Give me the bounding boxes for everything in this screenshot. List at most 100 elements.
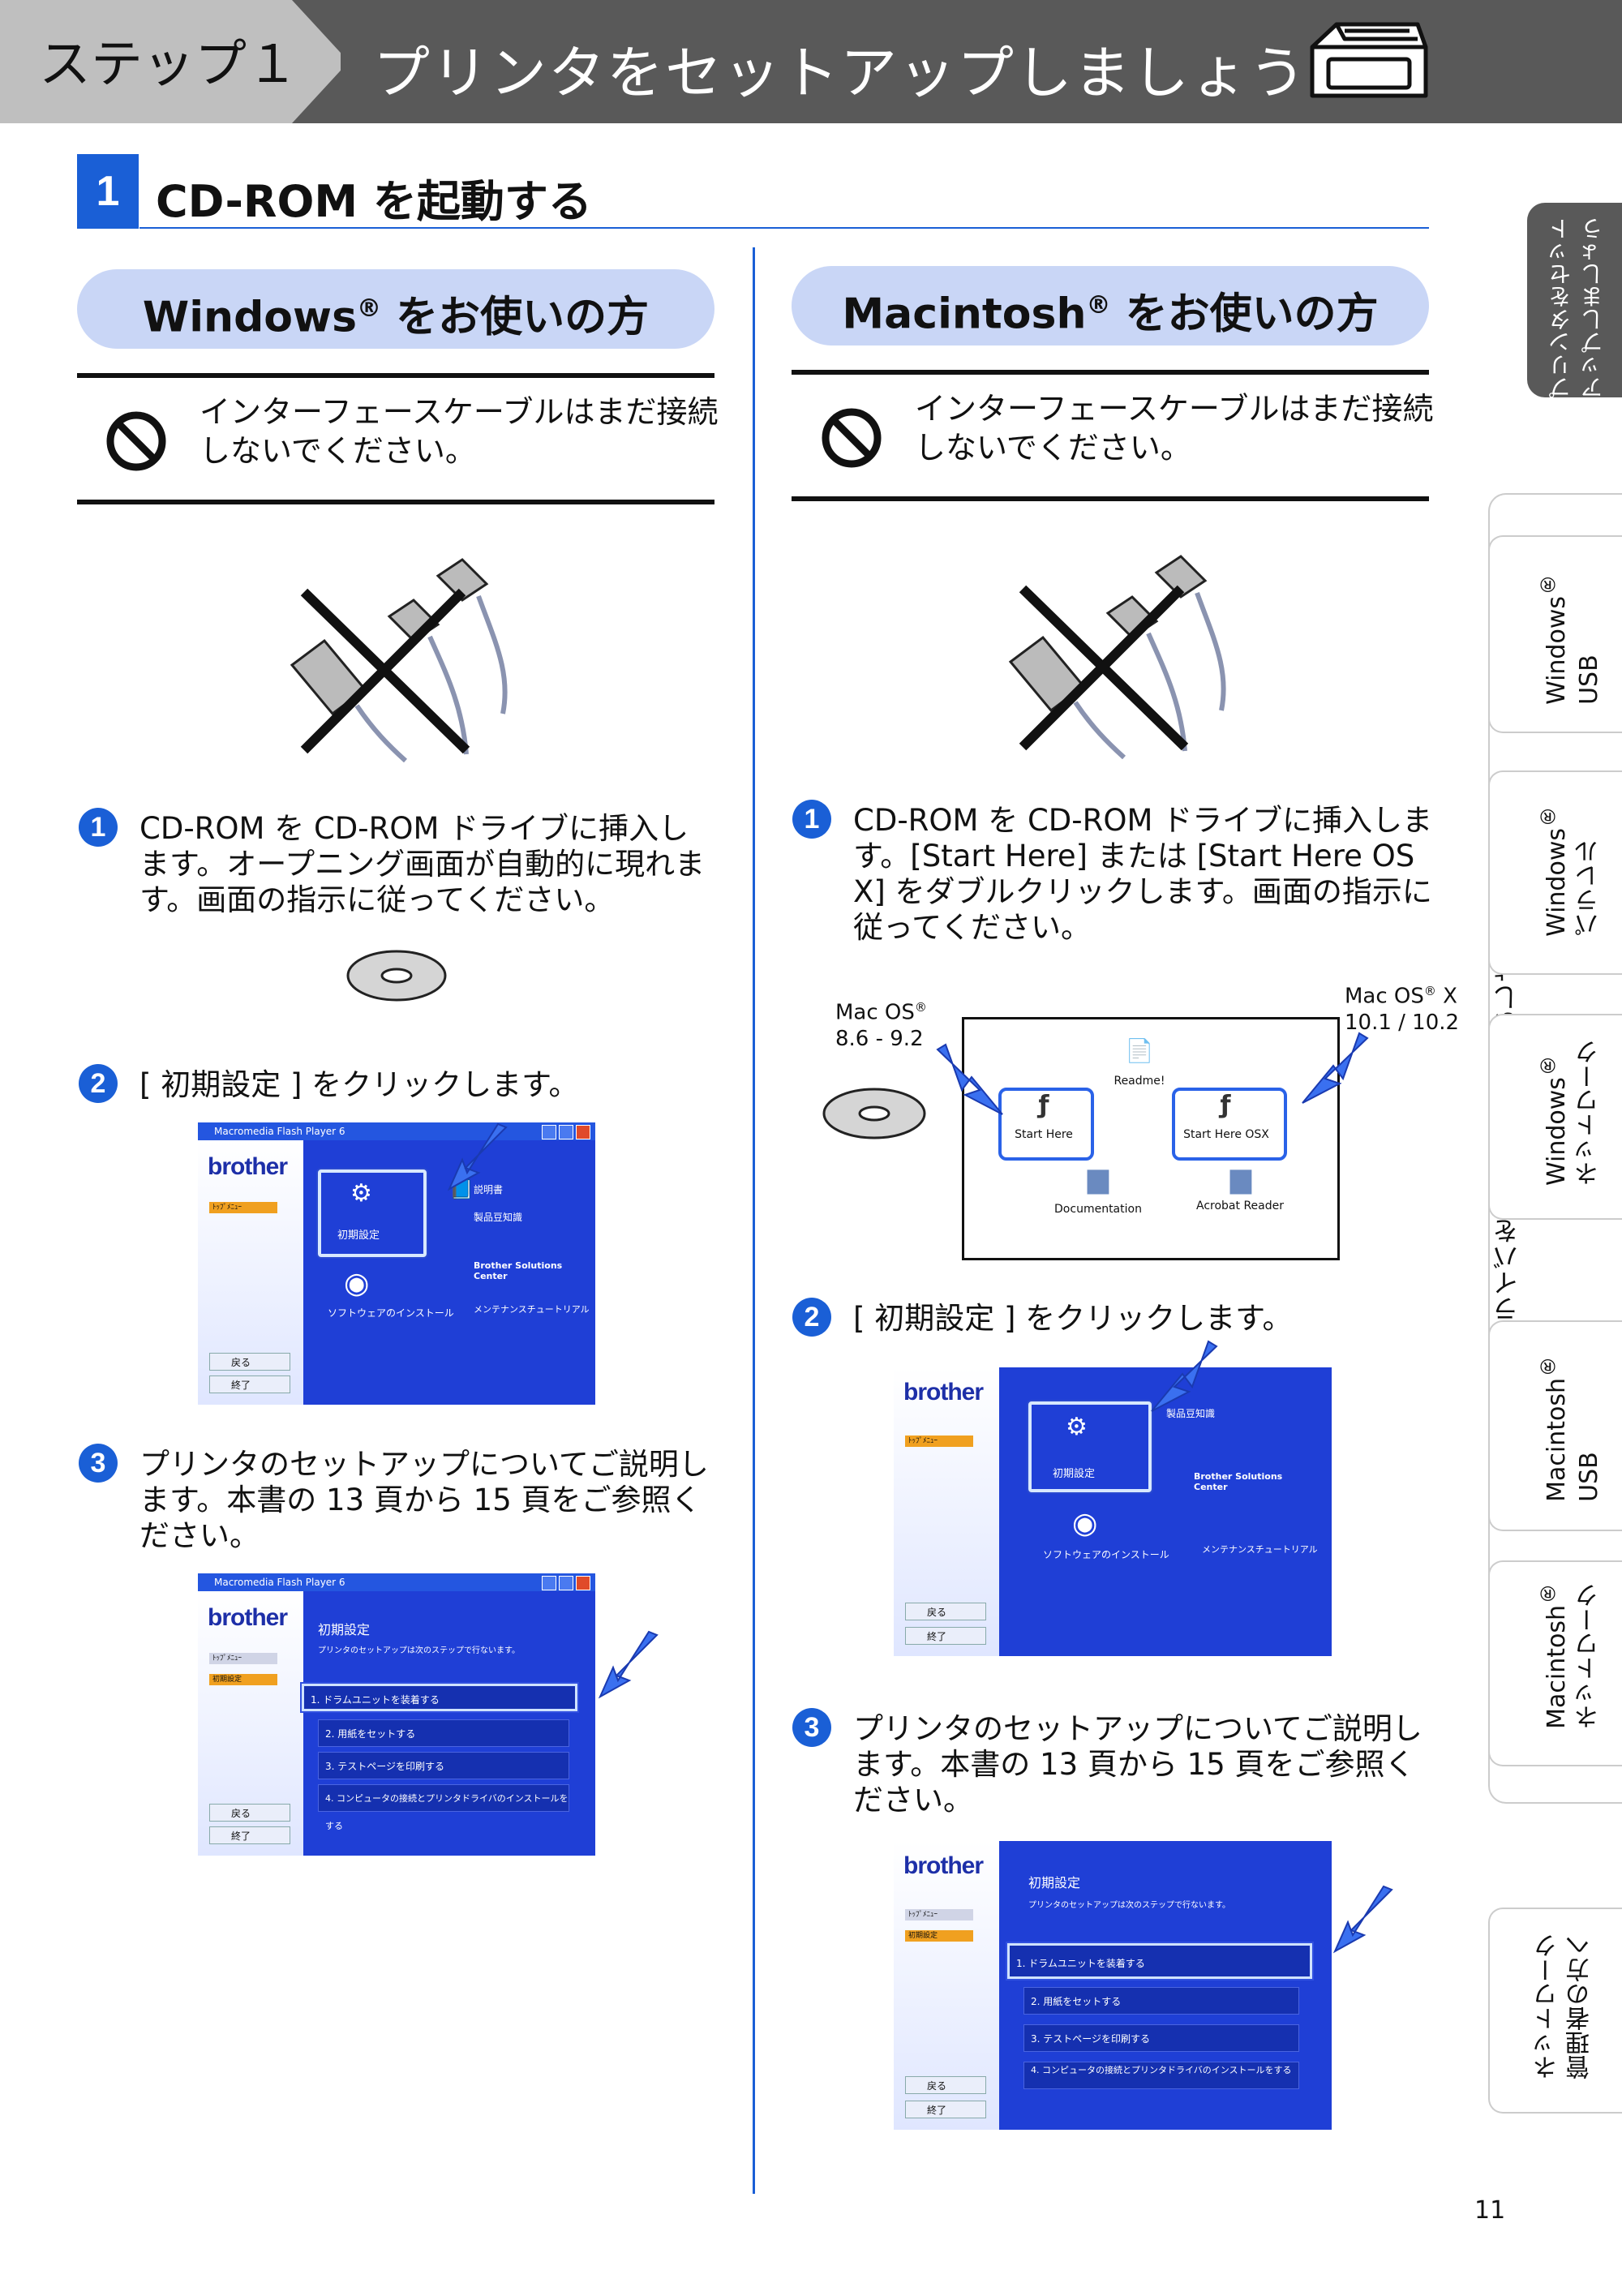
software-cd-icon: ◉ <box>344 1267 370 1300</box>
header-title: プリンタをセットアップしましょう <box>373 40 1307 106</box>
os-label-osx-suffix: X <box>1435 984 1457 1009</box>
side-tab-setup[interactable]: プリンタをセット アップしましょう <box>1527 203 1622 399</box>
pointer-arrow-icon <box>598 1630 659 1699</box>
setup-row-4[interactable]: 4. コンピュータの接続とプリンタドライバのインストールをする <box>1023 2062 1299 2089</box>
os-label-osx-name: Mac OS <box>1345 984 1424 1009</box>
top-menu-tag[interactable]: ﾄｯﾌﾟﾒﾆｭｰ <box>209 1202 277 1213</box>
setup-row-4[interactable]: 4. コンピュータの接続とプリンタドライバのインストールをする <box>318 1784 569 1831</box>
minimize-icon[interactable] <box>542 1125 556 1139</box>
back-button[interactable]: 戻る <box>905 1603 986 1620</box>
documentation-label[interactable]: Documentation <box>1054 1203 1142 1216</box>
maximize-icon[interactable] <box>559 1576 573 1590</box>
menu-item-software-install[interactable]: ソフトウェアのインストール <box>328 1307 454 1319</box>
mac-pill-reg: ® <box>1086 291 1111 320</box>
menu-item-maintenance[interactable]: メンテナンスチュートリアル <box>1202 1544 1318 1555</box>
mac-step-1-number: 1 <box>792 800 831 839</box>
setup-row-2[interactable]: 2. 用紙をセットする <box>1023 1987 1299 2015</box>
start-here-label[interactable]: Start Here <box>1015 1128 1073 1141</box>
os-label-classic-version: 8.6 - 9.2 <box>835 1026 924 1051</box>
column-divider <box>753 247 755 2194</box>
mac-pill: Macintosh® をお使いの方 <box>792 266 1429 345</box>
mac-main-menu-screenshot: brother ﾄｯﾌﾟﾒﾆｭｰ ⚙ 初期設定 製品豆知識 Brother So… <box>894 1367 1332 1656</box>
back-button[interactable]: 戻る <box>209 1353 290 1371</box>
acrobat-label[interactable]: Acrobat Reader <box>1196 1199 1284 1212</box>
windows-step-1-number: 1 <box>79 808 118 847</box>
step-tab <box>0 0 341 123</box>
setup-title: 初期設定 <box>1028 1875 1081 1890</box>
side-tab-windows-usb[interactable]: Windows® USB <box>1488 535 1622 733</box>
section-title: CD-ROM を起動する <box>156 176 592 227</box>
top-menu-tag[interactable]: ﾄｯﾌﾟﾒﾆｭｰ <box>905 1909 973 1920</box>
start-here-osx-icon: ƒ <box>1220 1091 1231 1119</box>
brand-logo: brother <box>208 1153 288 1180</box>
mac-pill-brand: Macintosh <box>842 290 1087 339</box>
side-tab-network-admin[interactable]: ネットワーク 管理者の方へ <box>1488 1908 1622 2114</box>
side-tab-mac-network[interactable]: Macintosh® ネットワーク <box>1488 1560 1622 1766</box>
os-label-classic-name: Mac OS <box>835 1000 915 1025</box>
setup-title: 初期設定 <box>318 1622 371 1637</box>
menu-item-manual[interactable]: 説明書 <box>474 1184 504 1195</box>
top-menu-tag[interactable]: ﾄｯﾌﾟﾒﾆｭｰ <box>209 1653 277 1664</box>
top-menu-tag[interactable]: ﾄｯﾌﾟﾒﾆｭｰ <box>905 1436 973 1447</box>
documentation-folder-icon: ▆ <box>1087 1162 1109 1195</box>
mac-warning-top-rule <box>792 370 1429 375</box>
windows-setup-screenshot: Macromedia Flash Player 6 brother ﾄｯﾌﾟﾒﾆ… <box>198 1573 595 1856</box>
back-button[interactable]: 戻る <box>209 1804 290 1822</box>
menu-item-setup[interactable]: 初期設定 <box>337 1230 380 1242</box>
mac-warning-text: インターフェースケーブルはまだ接続しないでください。 <box>915 391 1434 466</box>
cd-rom-icon <box>346 950 447 1002</box>
exit-button[interactable]: 終了 <box>905 1627 986 1645</box>
mac-warning-bottom-rule <box>792 496 1429 501</box>
menu-item-tips[interactable]: 製品豆知識 <box>1166 1408 1216 1419</box>
minimize-icon[interactable] <box>542 1576 556 1590</box>
setup-row-1[interactable]: 1. ドラムユニットを装着する <box>302 1684 577 1711</box>
exit-button[interactable]: 終了 <box>209 1826 290 1844</box>
side-tab-windows-usb-label: Windows® USB <box>1536 573 1603 705</box>
side-tab-windows-network[interactable]: Windows® ネットワーク <box>1488 1014 1622 1220</box>
menu-item-tips[interactable]: 製品豆知識 <box>474 1212 523 1223</box>
mac-step-2-text: [ 初期設定 ] をクリックします。 <box>853 1301 1293 1336</box>
os-label-osx-reg: ® <box>1423 984 1436 998</box>
menu-item-software-install[interactable]: ソフトウェアのインストール <box>1043 1549 1169 1560</box>
no-cable-illustration <box>290 558 508 762</box>
step-label: ステップ１ <box>39 35 298 95</box>
setup-row-2[interactable]: 2. 用紙をセットする <box>318 1719 569 1747</box>
menu-item-maintenance[interactable]: メンテナンスチュートリアル <box>474 1304 590 1315</box>
mac-cd-window: 📄 Readme! ƒ Start Here ƒ Start Here OSX … <box>962 1017 1340 1260</box>
setup-row-1[interactable]: 1. ドラムユニットを装着する <box>1007 1943 1312 1979</box>
setup-row-3[interactable]: 3. テストページを印刷する <box>318 1752 569 1779</box>
close-icon[interactable] <box>576 1125 590 1139</box>
window-controls <box>542 1576 590 1590</box>
side-tab-setup-label: プリンタをセット アップしましょう <box>1547 217 1607 399</box>
menu-item-setup[interactable]: 初期設定 <box>1053 1468 1096 1480</box>
prohibited-icon <box>822 408 882 468</box>
highlight-box <box>1028 1401 1152 1492</box>
page-number: 11 <box>1474 2196 1506 2225</box>
printer-icon <box>1310 22 1428 98</box>
setup-icon: ⚙ <box>1066 1413 1088 1441</box>
prohibited-icon <box>106 411 166 471</box>
mac-pill-text: をお使いの方 <box>1110 290 1379 339</box>
menu-item-solutions-center[interactable]: Brother Solutions Center <box>1194 1471 1283 1492</box>
side-tab-windows-parallel[interactable]: Windows® パラレル <box>1488 770 1622 975</box>
current-menu-tag[interactable]: 初期設定 <box>209 1674 277 1685</box>
close-icon[interactable] <box>576 1576 590 1590</box>
readme-label[interactable]: Readme! <box>1114 1075 1165 1088</box>
setup-subtitle: プリンタのセットアップは次のステップで行ないます。 <box>318 1646 520 1655</box>
maximize-icon[interactable] <box>559 1125 573 1139</box>
side-tab-mac-usb-label: Macintosh® USB <box>1536 1354 1603 1502</box>
pointer-arrow-icon <box>1332 1885 1393 1954</box>
menu-item-solutions-center[interactable]: Brother Solutions Center <box>474 1260 563 1281</box>
exit-button[interactable]: 終了 <box>209 1375 290 1393</box>
pointer-arrow-icon <box>1302 1032 1369 1104</box>
current-menu-tag[interactable]: 初期設定 <box>905 1930 973 1942</box>
windows-step-3-text: プリンタのセットアップについてご説明します。本書の 13 頁から 15 頁をご参… <box>139 1447 709 1553</box>
exit-button[interactable]: 終了 <box>905 2101 986 2118</box>
highlight-box <box>318 1169 427 1257</box>
start-here-osx-highlight <box>1172 1088 1287 1161</box>
side-tab-mac-usb[interactable]: Macintosh® USB <box>1488 1320 1622 1531</box>
setup-row-3[interactable]: 3. テストページを印刷する <box>1023 2024 1299 2052</box>
back-button[interactable]: 戻る <box>905 2076 986 2094</box>
start-here-osx-label[interactable]: Start Here OSX <box>1183 1128 1269 1141</box>
